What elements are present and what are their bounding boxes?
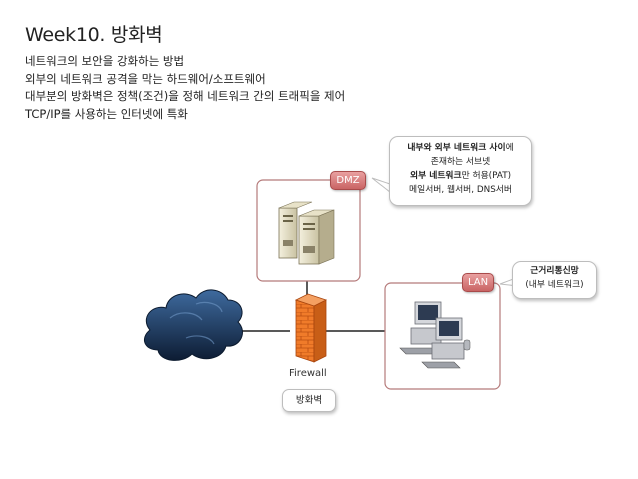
description-line-3: 대부분의 방화벽은 정책(조건)을 정해 네트워크 간의 트래픽을 제어: [25, 89, 346, 103]
page-title: Week10. 방화벽: [25, 24, 163, 46]
lan-callout-line-2: (내부 네트워크): [525, 280, 584, 290]
firewall-callout: 방화벽: [282, 389, 336, 412]
lan-callout-line-1: 근거리통신망: [530, 266, 579, 276]
firewall-label: Firewall: [289, 368, 327, 379]
description-line-1: 네트워크의 보안을 강화하는 방법: [25, 54, 185, 68]
description-list: 네트워크의 보안을 강화하는 방법 외부의 네트워크 공격을 막는 하드웨어/소…: [25, 53, 345, 123]
firewall-icon: [294, 293, 328, 363]
dmz-callout-line-1: 내부와 외부 네트워크 사이에: [407, 143, 514, 153]
dmz-callout-line-4: 메일서버, 웹서버, DNS서버: [409, 185, 512, 195]
workstation-icon: [399, 301, 471, 369]
dmz-callout: 내부와 외부 네트워크 사이에 존재하는 서브넷 외부 네트워크만 허용(PAT…: [389, 136, 532, 206]
firewall-callout-text: 방화벽: [295, 395, 323, 406]
dmz-callout-line-2: 존재하는 서브넷: [430, 157, 491, 167]
server-icon: [278, 201, 335, 265]
description-line-4: TCP/IP를 사용하는 인터넷에 특화: [25, 106, 188, 121]
lan-tag: LAN: [462, 273, 494, 292]
dmz-tag: DMZ: [330, 171, 366, 190]
description-line-2: 외부의 네트워크 공격을 막는 하드웨어/소프트웨어: [25, 71, 266, 86]
lan-callout: 근거리통신망 (내부 네트워크): [512, 261, 597, 299]
internet-cloud-icon: [143, 289, 243, 361]
dmz-callout-line-3: 외부 네트워크만 허용(PAT): [409, 171, 511, 181]
